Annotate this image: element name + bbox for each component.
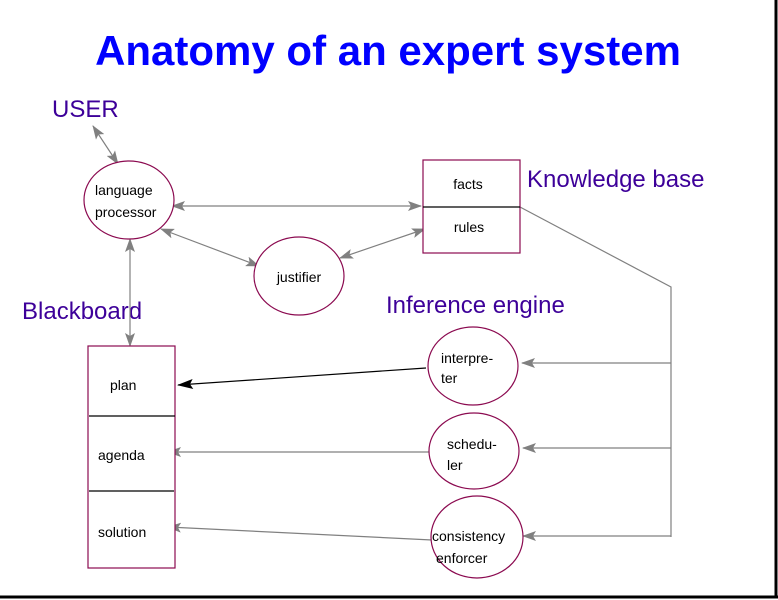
plan-text: plan <box>110 377 136 393</box>
interpreter-text-2: ter <box>441 370 458 386</box>
justifier-text: justifier <box>276 269 322 285</box>
edge-knowledge-base-bus <box>519 206 672 537</box>
scheduler-ellipse <box>428 412 520 490</box>
scheduler-text-1: schedu- <box>447 436 497 452</box>
language-processor-ellipse <box>83 160 175 240</box>
consistency-enforcer-ellipse <box>430 495 524 579</box>
blackboard-label: Blackboard <box>22 298 142 325</box>
edge-language-processor-justifier <box>160 228 260 267</box>
edge-justifier-rules <box>339 228 426 259</box>
consistency-enforcer-node[interactable]: consistency enforcer <box>430 495 524 579</box>
justifier-ellipse <box>253 236 345 316</box>
justifier-node[interactable]: justifier <box>253 236 345 316</box>
agenda-text: agenda <box>98 447 145 463</box>
edge-interpreter-plan <box>177 367 427 389</box>
knowledge-base-label: Knowledge base <box>527 166 704 193</box>
language-processor-node[interactable]: language processor <box>83 160 175 240</box>
inference-engine-label: Inference engine <box>386 292 565 319</box>
rules-text: rules <box>454 219 484 235</box>
language-processor-text-1: language <box>95 182 153 198</box>
interpreter-ellipse <box>427 326 519 406</box>
interpreter-node[interactable]: interpre- ter <box>427 326 519 406</box>
solution-text: solution <box>98 524 146 540</box>
consistency-enforcer-text-2: enforcer <box>436 550 488 566</box>
facts-text: facts <box>453 176 483 192</box>
interpreter-text-1: interpre- <box>441 350 493 366</box>
knowledge-base-node[interactable]: facts rules <box>422 159 521 254</box>
edge-user-language-processor <box>92 125 119 165</box>
blackboard-node[interactable]: plan agenda solution <box>87 345 176 569</box>
scheduler-node[interactable]: schedu- ler <box>428 412 520 490</box>
slide-title: Anatomy of an expert system <box>95 27 681 74</box>
scheduler-text-2: ler <box>447 457 463 473</box>
user-label: USER <box>52 96 119 123</box>
edge-consistency-enforcer-solution <box>167 522 433 541</box>
consistency-enforcer-text-1: consistency <box>432 528 505 544</box>
blackboard-box <box>87 345 176 569</box>
language-processor-text-2: processor <box>95 204 157 220</box>
